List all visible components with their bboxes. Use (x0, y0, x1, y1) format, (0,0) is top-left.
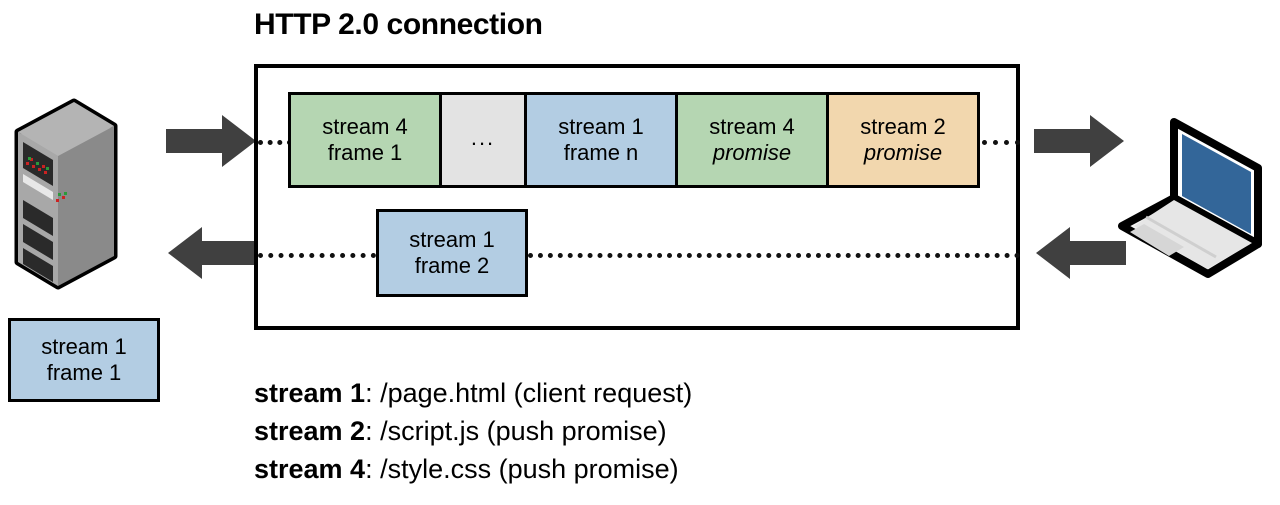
legend-stream-detail: : /page.html (client request) (365, 378, 693, 408)
laptop-icon (1112, 112, 1272, 289)
frame-box-stream2-promise: stream 2 promise (826, 92, 980, 188)
frame-box-ellipsis: ... (439, 92, 527, 188)
frame-line2: promise (712, 140, 792, 165)
page-title: HTTP 2.0 connection (254, 8, 543, 41)
frame-box-stream4-promise: stream 4 promise (675, 92, 829, 188)
arrow-left-icon-server-in (166, 225, 258, 286)
legend-item-stream4: stream 4: /style.css (push promise) (254, 450, 692, 488)
frame-box-delivered-stream1-frame1: stream 1 frame 1 (8, 318, 160, 402)
stream-line-lower-left (258, 253, 376, 258)
arrow-left-icon-client-out (1034, 225, 1126, 286)
frame-line1: stream 4 (709, 114, 795, 140)
frame-line1: stream 1 (409, 227, 495, 253)
frame-line2: frame 1 (46, 360, 122, 385)
ellipsis-icon: ... (470, 125, 496, 150)
stream-line-lower-right (528, 253, 1020, 258)
frame-line1: stream 2 (860, 114, 946, 140)
http2-connection-boundary (254, 64, 1020, 330)
stream-line-upper-left (258, 140, 292, 145)
arrow-right-icon-server-out (166, 113, 258, 174)
legend-stream-name: stream 1 (254, 378, 366, 408)
legend-stream-name: stream 4 (254, 454, 366, 484)
frame-line1: stream 1 (41, 334, 127, 360)
frame-box-stream1-frame2: stream 1 frame 2 (376, 209, 528, 297)
frame-line1: stream 1 (558, 114, 644, 140)
legend-stream-detail: : /style.css (push promise) (365, 454, 679, 484)
frame-line2: promise (863, 140, 943, 165)
frame-box-stream4-frame1: stream 4 frame 1 (288, 92, 442, 188)
legend-item-stream1: stream 1: /page.html (client request) (254, 374, 692, 412)
frame-line1: stream 4 (322, 114, 408, 140)
arrow-right-icon-client-in (1034, 113, 1126, 174)
frame-sequence: stream 4 frame 1 ... stream 1 frame n st… (288, 92, 980, 188)
stream-line-upper-right (982, 140, 1020, 145)
legend-item-stream2: stream 2: /script.js (push promise) (254, 412, 692, 450)
legend-stream-name: stream 2 (254, 416, 366, 446)
frame-line2: frame 2 (414, 253, 490, 278)
frame-box-stream1-framen: stream 1 frame n (524, 92, 678, 188)
legend-stream-detail: : /script.js (push promise) (365, 416, 667, 446)
stream-legend: stream 1: /page.html (client request) st… (254, 374, 692, 488)
server-icon (12, 96, 120, 297)
frame-line2: frame 1 (327, 140, 403, 165)
frame-line2: frame n (563, 140, 639, 165)
